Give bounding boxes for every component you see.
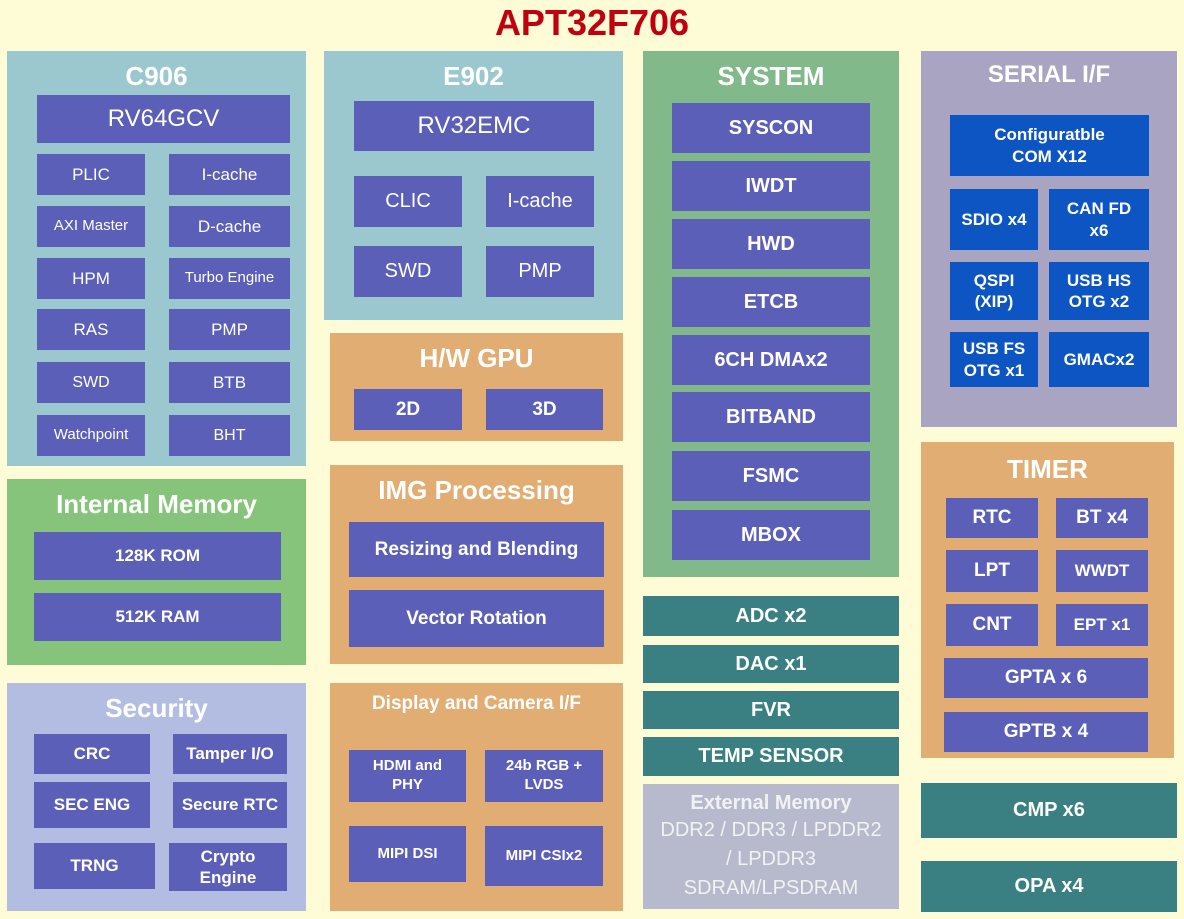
internal-memory-title: Internal Memory	[56, 489, 257, 519]
system-block: HWD	[672, 219, 870, 269]
gpu-block: 3D	[486, 389, 603, 430]
serial-title: SERIAL I/F	[987, 61, 1111, 88]
c906-block: PLIC	[37, 154, 145, 195]
c906-block: PMP	[169, 309, 290, 350]
img-block: Vector Rotation	[349, 590, 604, 647]
diagram-title: APT32F706	[494, 2, 690, 43]
e902-block: I-cache	[486, 176, 594, 227]
security-block: CRC	[34, 734, 150, 774]
fvr-block: FVR	[643, 691, 899, 729]
display-block: MIPI CSIx2	[485, 826, 603, 886]
timer-block: BT x4	[1056, 498, 1148, 538]
c906-block: AXI Master	[37, 206, 145, 247]
serial-block: QSPI (XIP)	[950, 262, 1038, 320]
serial-block: CAN FD x6	[1049, 189, 1149, 250]
internal-memory-panel: Internal Memory 128K ROM 512K RAM	[7, 479, 306, 665]
security-block: SEC ENG	[34, 782, 150, 828]
system-block: 6CH DMAx2	[672, 335, 870, 385]
external-memory-title: External Memory	[690, 792, 852, 814]
timer-title: TIMER	[1007, 454, 1088, 484]
opa-block: OPA x4	[921, 861, 1177, 912]
display-block: HDMI and PHY	[349, 750, 466, 802]
display-block: 24b RGB + LVDS	[485, 750, 603, 802]
security-block: Tamper I/O	[173, 734, 287, 774]
c906-block: SWD	[37, 362, 145, 403]
system-block: BITBAND	[672, 392, 870, 442]
external-memory-line: / LPDDR3	[725, 848, 817, 870]
serial-block: SDIO x4	[950, 189, 1038, 250]
c906-block: BTB	[169, 362, 290, 403]
c906-core: RV64GCV	[37, 95, 290, 143]
security-panel: Security CRC Tamper I/O SEC ENG Secure R…	[7, 683, 306, 911]
system-title: SYSTEM	[717, 61, 825, 91]
gpu-block: 2D	[354, 389, 462, 430]
system-panel: SYSTEM SYSCON IWDT HWD ETCB 6CH DMAx2 BI…	[643, 51, 899, 577]
c906-block: RAS	[37, 309, 145, 350]
c906-block: D-cache	[169, 206, 290, 247]
memory-block: 512K RAM	[34, 593, 281, 641]
c906-title: C906	[125, 61, 188, 91]
temp-sensor-block: TEMP SENSOR	[643, 737, 899, 776]
display-panel: Display and Camera I/F HDMI and PHY 24b …	[330, 683, 623, 911]
timer-block: RTC	[946, 498, 1038, 538]
timer-panel: TIMER RTC BT x4 LPT WWDT CNT EPT x1 GPTA…	[921, 442, 1174, 758]
e902-block: CLIC	[354, 176, 462, 227]
gpu-panel: H/W GPU 2D 3D	[330, 333, 623, 441]
e902-panel: E902 RV32EMC CLIC I-cache SWD PMP	[324, 51, 623, 320]
system-block: FSMC	[672, 451, 870, 501]
security-block: Crypto Engine	[169, 843, 287, 891]
serial-panel: SERIAL I/F Configuratble COM X12 SDIO x4…	[921, 51, 1177, 427]
gpu-title: H/W GPU	[419, 343, 534, 373]
serial-com-block: Configuratble COM X12	[950, 115, 1149, 176]
c906-block: I-cache	[169, 154, 290, 195]
serial-block: USB FS OTG x1	[950, 332, 1038, 387]
security-title: Security	[105, 693, 208, 723]
c906-block: HPM	[37, 258, 145, 299]
img-panel: IMG Processing Resizing and Blending Vec…	[330, 465, 623, 664]
memory-block: 128K ROM	[34, 532, 281, 580]
cmp-block: CMP x6	[921, 783, 1177, 838]
system-block: IWDT	[672, 161, 870, 211]
timer-block: GPTA x 6	[944, 658, 1148, 698]
c906-block: Turbo Engine	[169, 258, 290, 299]
display-title: Display and Camera I/F	[371, 693, 582, 714]
system-block: ETCB	[672, 277, 870, 327]
e902-block: PMP	[486, 246, 594, 297]
adc-block: ADC x2	[643, 596, 899, 636]
img-block: Resizing and Blending	[349, 522, 604, 577]
timer-block: WWDT	[1056, 550, 1148, 592]
e902-core: RV32EMC	[354, 101, 594, 151]
timer-block: EPT x1	[1056, 604, 1148, 646]
external-memory-line: DDR2 / DDR3 / LPDDR2	[660, 819, 882, 841]
timer-block: LPT	[946, 550, 1038, 592]
dac-block: DAC x1	[643, 645, 899, 683]
external-memory-panel: External Memory DDR2 / DDR3 / LPDDR2 / L…	[643, 784, 899, 909]
c906-panel: C906 RV64GCV PLIC I-cache AXI Master D-c…	[7, 51, 306, 466]
serial-block: USB HS OTG x2	[1049, 262, 1149, 320]
e902-block: SWD	[354, 246, 462, 297]
system-block: MBOX	[672, 510, 870, 560]
system-block: SYSCON	[672, 103, 870, 153]
security-block: TRNG	[34, 843, 155, 889]
serial-block: GMACx2	[1049, 332, 1149, 387]
c906-block: BHT	[169, 415, 290, 456]
c906-block: Watchpoint	[37, 415, 145, 456]
security-block: Secure RTC	[173, 782, 287, 828]
timer-block: GPTB x 4	[944, 712, 1148, 752]
display-block: MIPI DSI	[349, 826, 466, 882]
timer-block: CNT	[946, 604, 1038, 646]
e902-title: E902	[443, 61, 504, 91]
img-title: IMG Processing	[378, 475, 575, 505]
external-memory-line: SDRAM/LPSDRAM	[683, 877, 859, 899]
